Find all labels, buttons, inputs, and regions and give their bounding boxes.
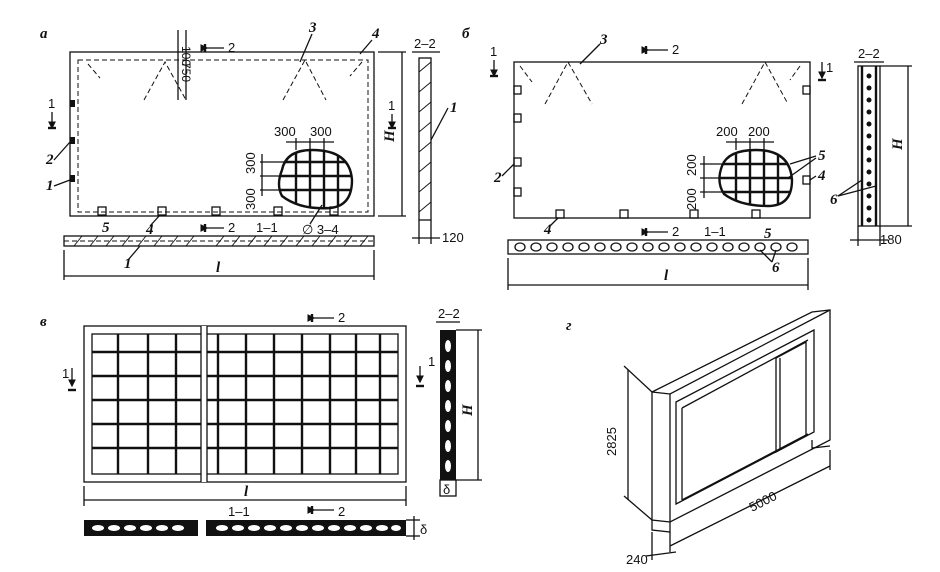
dim-cell-w1-b: 200 [716, 124, 738, 139]
section-2-2-label-b: 2–2 [858, 46, 880, 61]
dim-top-big: 750 [179, 62, 193, 82]
panel-b-outline [513, 61, 811, 219]
panel-g: г 2825 5000 240 [566, 309, 831, 567]
lifting-loop-right-b [741, 60, 789, 105]
frame-grid-v [92, 334, 398, 474]
section-2-2-label-v: 2–2 [438, 306, 460, 321]
callout-4-b-bottom: 4 [543, 222, 552, 238]
callout-6-b-side: 6 [830, 192, 838, 208]
panel-a-label: а [40, 26, 48, 42]
section-2-top-b: 2 [672, 42, 679, 57]
dim-thickness-b: 180 [880, 232, 902, 247]
dim-cell-w2: 300 [310, 124, 332, 139]
dim-thickness-a: 120 [442, 230, 464, 245]
section-2-2-b [857, 65, 881, 227]
dim-length-g: 5000 [747, 488, 780, 514]
dim-height-a: H [382, 129, 398, 143]
callout-4-top: 4 [371, 26, 380, 42]
section-1-1-label-a: 1–1 [256, 220, 278, 235]
callout-4-b-right: 4 [817, 168, 826, 184]
mesh-detail-b [718, 148, 794, 208]
callout-1-right: 1 [450, 100, 458, 116]
mesh-detail-a [277, 148, 354, 210]
callout-1-left: 1 [46, 178, 54, 194]
dim-cell-w1: 300 [274, 124, 296, 139]
section-2-top-v: 2 [338, 310, 345, 325]
callout-1-bottom: 1 [124, 256, 132, 272]
lifting-loop-right [282, 58, 327, 101]
dim-length-b: l [664, 268, 669, 284]
section-1-1-label-b: 1–1 [704, 224, 726, 239]
section-2-2-label-a: 2–2 [414, 36, 436, 51]
section-1-1-b [507, 239, 809, 255]
panel-a-outline [69, 51, 375, 217]
panel-a-mesh-outline [77, 59, 369, 213]
callout-2-b: 2 [493, 170, 502, 186]
lifting-loop-left-b [544, 60, 593, 105]
panel-v-label: в [40, 314, 47, 330]
section-1-left-v: 1 [62, 366, 69, 381]
dim-cell-h2-b: 200 [684, 188, 699, 210]
dim-cell-w2-b: 200 [748, 124, 770, 139]
dim-height-v: H [460, 403, 476, 417]
callout-3-b: 3 [599, 32, 608, 48]
void-row-b [514, 242, 798, 252]
section-2-bottom-v: 2 [338, 504, 345, 519]
dim-thickness-g: 240 [626, 552, 648, 567]
section-1-1-label-v: 1–1 [228, 504, 250, 519]
callout-2: 2 [45, 152, 54, 168]
section-1-left-b: 1 [490, 44, 497, 59]
callout-5-b-bottom: 5 [764, 226, 772, 242]
door-opening [775, 340, 807, 454]
section-1-right: 1 [388, 98, 395, 113]
panel-v-outline [83, 325, 407, 483]
dim-thickness-v-side: δ [443, 482, 450, 497]
panel-v: в 2 1 1 l 1–1 2 [40, 306, 482, 540]
callout-6-b-bottom: 6 [772, 260, 780, 276]
panel-b-label: б [462, 26, 470, 42]
dim-thickness-v-strip: δ [420, 522, 427, 537]
panel-a: а [40, 20, 464, 280]
callout-5: 5 [102, 220, 110, 236]
section-2-bottom: 2 [228, 220, 235, 235]
section-1-left: 1 [48, 96, 55, 111]
callout-3: 3 [308, 20, 317, 36]
callout-5-b-top: 5 [818, 148, 826, 164]
callout-diameter: ∅ 3–4 [302, 222, 339, 237]
section-2-top: 2 [228, 40, 235, 55]
callout-4-bottom: 4 [145, 222, 154, 238]
dim-cell-h2: 300 [243, 188, 258, 210]
section-1-right-b: 1 [826, 60, 833, 75]
dim-length-v: l [244, 484, 249, 500]
dim-cell-h1-b: 200 [684, 154, 699, 176]
section-2-2-a [418, 57, 432, 221]
dim-cell-h1: 300 [243, 152, 258, 174]
dim-height-b: H [890, 137, 906, 151]
lifting-loop-left [143, 60, 187, 101]
dim-top-small: 100 [179, 46, 193, 66]
panel-g-label: г [566, 318, 572, 334]
section-1-right-v: 1 [428, 354, 435, 369]
section-2-bottom-b: 2 [672, 224, 679, 239]
dim-length-a: l [216, 260, 221, 276]
panel-b: б [462, 26, 912, 290]
frame-opening [675, 328, 815, 506]
dim-height-g: 2825 [604, 427, 619, 456]
